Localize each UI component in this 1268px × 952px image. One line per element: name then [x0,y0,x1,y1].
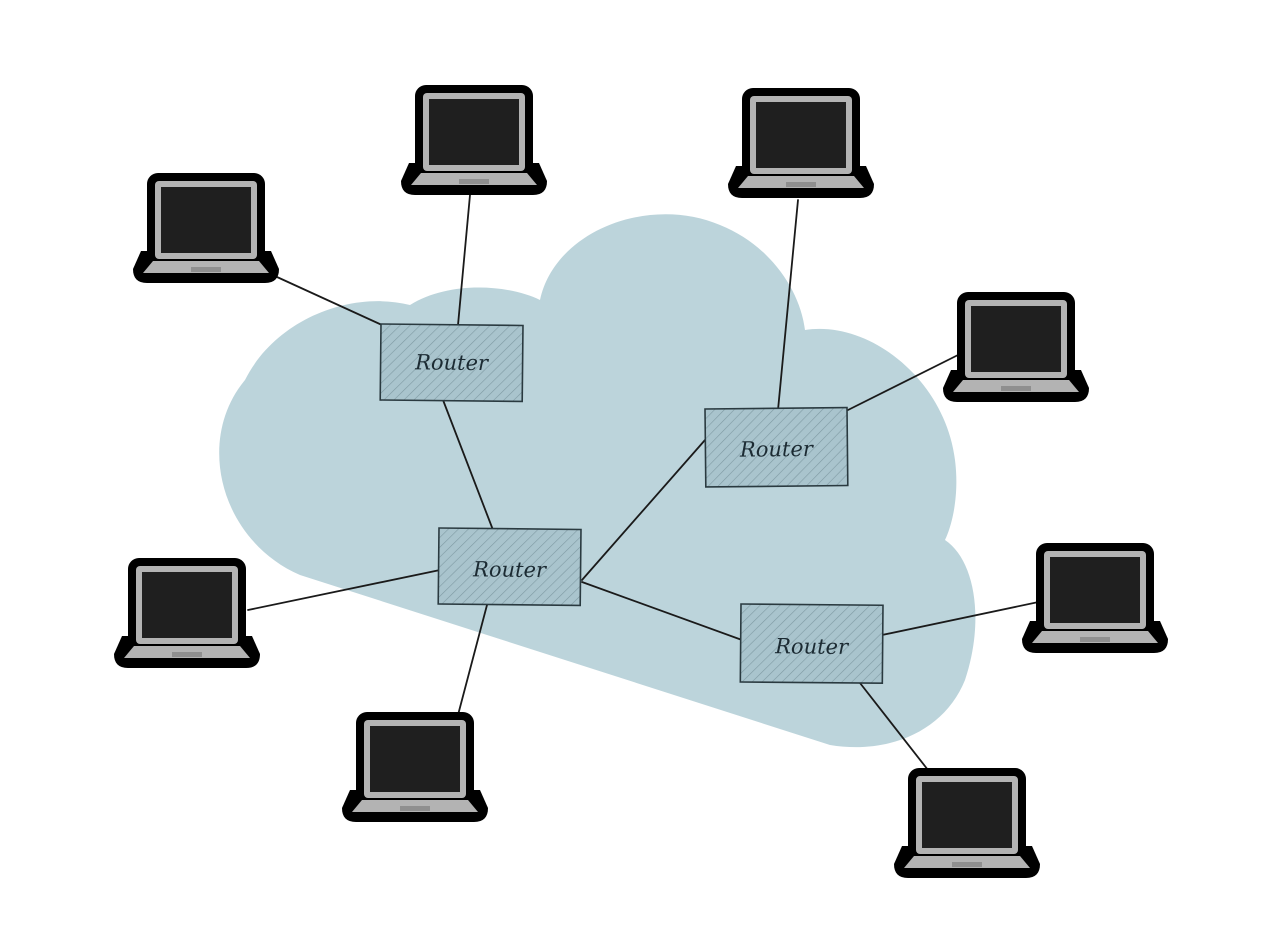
laptop-icon [401,85,547,195]
laptop-icon [943,292,1089,402]
laptop-trackpad [952,862,982,867]
router: Router [704,406,849,488]
laptop-screen [756,102,846,168]
laptop-trackpad [786,182,816,187]
laptop-icon [1022,543,1168,653]
router-label: Router [414,350,490,375]
laptop-screen [370,726,460,792]
link-laptop-to-router [777,199,799,411]
router-label: Router [472,557,548,582]
link-laptop-to-router [247,569,441,611]
laptop-screen [142,572,232,638]
laptop-screen [971,306,1061,372]
router: Router [437,527,582,607]
router: Router [739,603,884,685]
laptop-screen [922,782,1012,848]
router-box [704,406,849,488]
laptop-trackpad [191,267,221,272]
laptop-screen [429,99,519,165]
router-box [437,527,582,607]
router: Router [379,323,524,403]
router-label: Router [774,634,850,659]
laptop-icon [894,768,1040,878]
laptop-icon [342,712,488,822]
laptop-icon [133,173,279,283]
link-laptop-to-router [276,276,383,326]
link-laptop-to-router [457,194,471,326]
laptop-trackpad [400,806,430,811]
network-links [247,194,1049,771]
laptop-trackpad [1001,386,1031,391]
laptop-trackpad [459,179,489,184]
laptop-icon [114,558,260,668]
link-laptop-to-router [859,682,929,771]
link-laptop-to-router [881,599,1049,636]
laptop-trackpad [1080,637,1110,642]
link-router-to-router [442,399,494,531]
laptop-icon [728,88,874,198]
link-laptop-to-router [457,604,488,716]
router-label: Router [739,437,815,462]
laptop-trackpad [172,652,202,657]
link-router-to-router [581,439,706,581]
laptops [114,85,1168,878]
router-box [379,323,524,403]
routers: Router Router Router Router [379,323,884,685]
link-laptop-to-router [847,354,959,411]
laptop-screen [1050,557,1140,623]
laptop-screen [161,187,251,253]
link-router-to-router [581,581,743,641]
router-box [739,603,884,685]
